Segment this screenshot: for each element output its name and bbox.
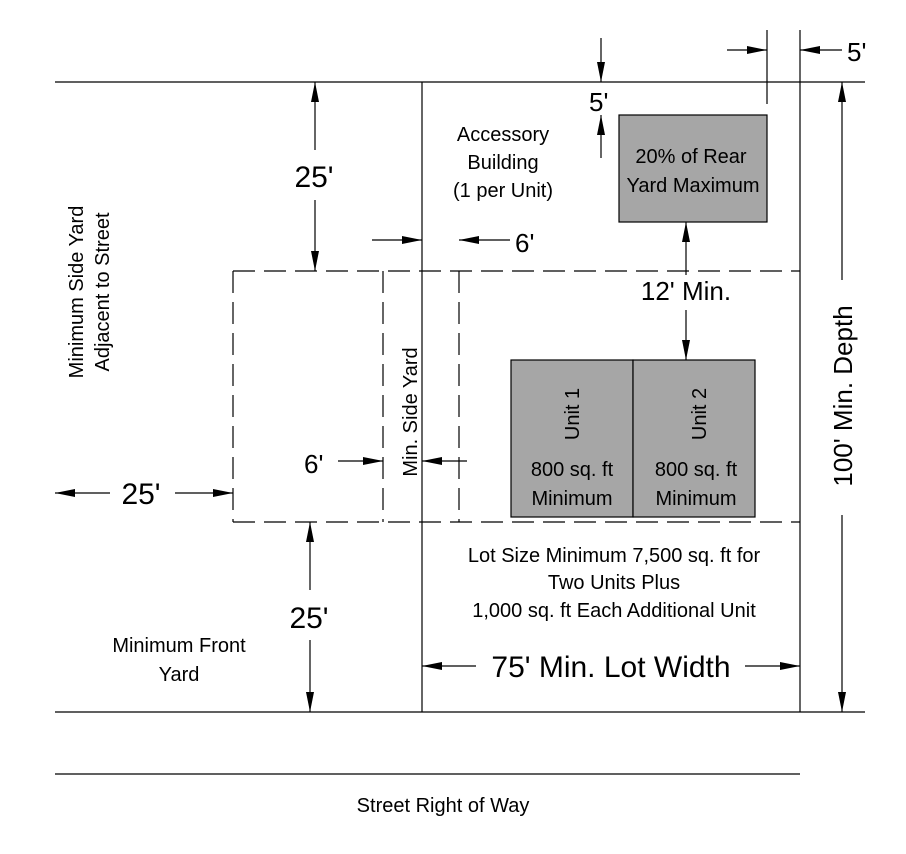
accessory-building	[618, 114, 768, 223]
front-setback-25-label: 25'	[289, 602, 328, 635]
min-depth-label: 100' Min. Depth	[828, 305, 858, 486]
unit-2-area: 800 sq. ft	[655, 459, 738, 481]
twelve-min-label: 12' Min.	[641, 276, 731, 306]
lot-size-line1: Lot Size Minimum 7,500 sq. ft for	[468, 545, 761, 567]
street-right-of-way-label: Street Right of Way	[357, 795, 530, 817]
rear-setback-25-label: 25'	[294, 161, 333, 194]
unit-2-minimum: Minimum	[655, 488, 736, 510]
rear-yard-maximum-line1: 20% of Rear	[635, 146, 747, 168]
min-lot-width-label: 75' Min. Lot Width	[491, 651, 730, 684]
unit-2-label: Unit 2	[689, 388, 711, 440]
five-top-label: 5'	[847, 37, 866, 67]
unit-1-area: 800 sq. ft	[531, 459, 614, 481]
accessory-building-label-line2: Building	[467, 152, 538, 174]
six-lower-label: 6'	[304, 449, 323, 479]
side-yard-street-line2: Adjacent to Street	[92, 212, 114, 371]
side-yard-street-line1: Minimum Side Yard	[66, 206, 88, 379]
lot-size-line3: 1,000 sq. ft Each Additional Unit	[472, 600, 756, 622]
unit-1-label: Unit 1	[562, 388, 584, 440]
front-yard-line2: Yard	[159, 664, 200, 686]
side-setback-25-label: 25'	[121, 478, 160, 511]
unit-2-building	[632, 359, 756, 518]
min-side-yard-label: Min. Side Yard	[400, 347, 422, 476]
front-yard-line1: Minimum Front	[112, 635, 246, 657]
accessory-building-label-line1: Accessory	[457, 124, 549, 146]
unit-1-minimum: Minimum	[531, 488, 612, 510]
lot-size-line2: Two Units Plus	[548, 572, 680, 594]
accessory-building-label-line3: (1 per Unit)	[453, 180, 553, 202]
five-inner-label: 5'	[589, 87, 608, 117]
six-upper-label: 6'	[515, 228, 534, 258]
rear-yard-maximum-line2: Yard Maximum	[627, 175, 760, 197]
